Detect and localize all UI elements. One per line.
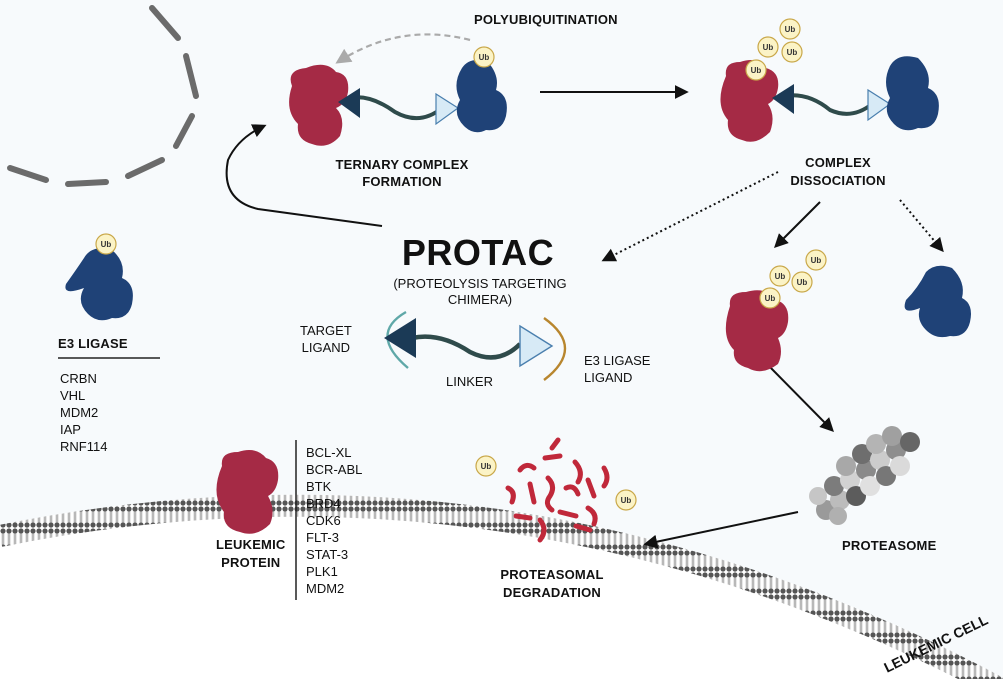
protac-molecule	[384, 310, 567, 381]
e3-ligand-shape	[435, 92, 460, 126]
label-complex-dissociation: COMPLEX DISSOCIATION	[790, 155, 886, 188]
e3-ligase-shape	[456, 60, 507, 133]
leukemic-target-item: PLK1	[306, 564, 338, 579]
label-leukemic-protein: LEUKEMIC PROTEIN	[216, 537, 286, 570]
arrow-to-degradation	[643, 511, 799, 549]
svg-text:Ub: Ub	[787, 48, 798, 57]
target-ligand-shape	[772, 84, 794, 114]
e3-ligase-item: RNF114	[60, 439, 108, 454]
protac-title: PROTAC	[401, 232, 555, 273]
target-ligand-shape	[338, 88, 360, 118]
label-linker: LINKER	[446, 374, 493, 389]
svg-text:Ub: Ub	[785, 25, 796, 34]
label-e3-ligase: E3 LIGASE	[58, 336, 128, 351]
released-e3-ligase	[904, 265, 971, 338]
leukemic-target-item: BCR-ABL	[306, 462, 363, 477]
svg-text:Ub: Ub	[765, 294, 776, 303]
polyubiquitin-chain: Ub Ub Ub Ub	[745, 18, 803, 81]
svg-text:Ub: Ub	[479, 53, 490, 62]
e3-ligand-shape	[867, 88, 892, 122]
ubiquitin-tag: Ub	[473, 46, 495, 68]
label-proteasome: PROTEASOME	[842, 538, 937, 553]
e3-ligase-item: MDM2	[60, 405, 99, 420]
label-target-ligand: TARGET LIGAND	[300, 323, 352, 355]
proteasome-icon	[809, 426, 920, 525]
e3-ligand-arc	[543, 317, 567, 381]
svg-text:Ub: Ub	[751, 66, 762, 75]
svg-text:Ub: Ub	[797, 278, 808, 287]
label-polyubiquitination: POLYUBIQUITINATION	[474, 12, 618, 27]
protac-linker	[783, 93, 874, 116]
svg-text:Ub: Ub	[811, 256, 822, 265]
polyubiquitinated-complex: Ub Ub Ub Ub	[720, 18, 939, 142]
svg-text:Ub: Ub	[621, 496, 632, 505]
leukemic-target-item: MDM2	[306, 581, 345, 596]
leukemic-target-item: CDK6	[306, 513, 341, 528]
leukemic-target-item: FLT-3	[306, 530, 339, 545]
leukemic-target-item: BRD4	[306, 496, 341, 511]
e3-ligase-shape	[886, 56, 939, 131]
e3-ligase-item: VHL	[60, 388, 86, 403]
arrow-to-ub-protein	[774, 201, 821, 248]
svg-text:Ub: Ub	[775, 272, 786, 281]
e3-ligase-list: CRBN VHL MDM2 IAP RNF114	[60, 370, 107, 455]
target-protein-shape	[289, 64, 349, 146]
label-proteasomal-degradation: PROTEASOMAL DEGRADATION	[500, 567, 604, 600]
free-ubiquitin: Ub Ub	[475, 455, 637, 511]
ubiquitinated-target-protein: Ub Ub Ub Ub	[725, 249, 827, 372]
e3-ligase-icon: Ub	[65, 233, 133, 321]
nucleus-envelope	[7, 5, 199, 187]
label-ternary-complex-formation: TERNARY COMPLEX FORMATION	[335, 157, 469, 189]
ternary-complex: Ub	[289, 46, 507, 146]
label-e3-ligase-ligand: E3 LIGASE LIGAND	[584, 353, 651, 385]
leukemic-target-list: BCL-XL BCR-ABL BTK BRD4 CDK6 FLT-3 STAT-…	[306, 444, 362, 597]
cell-membrane	[0, 494, 1003, 679]
protac-linker	[411, 334, 522, 360]
target-protein-shape	[720, 60, 779, 142]
e3-ligand-shape	[519, 324, 554, 368]
target-ligand-shape	[384, 318, 416, 358]
protac-linker	[349, 95, 444, 120]
svg-text:Ub: Ub	[763, 43, 774, 52]
arrow-protac-to-ternary	[225, 124, 383, 227]
arrow-to-e3-release	[899, 199, 944, 253]
degraded-peptide-fragments	[505, 437, 610, 543]
svg-text:Ub: Ub	[481, 462, 492, 471]
arrow-polyubiquitination	[335, 33, 471, 64]
leukemic-target-item: BTK	[306, 479, 332, 494]
protac-subtitle: (PROTEOLYSIS TARGETING CHIMERA)	[393, 276, 567, 307]
arrow-to-proteasome	[764, 361, 834, 432]
svg-text:Ub: Ub	[101, 240, 112, 249]
e3-ligase-item: IAP	[60, 422, 81, 437]
leukemic-protein-icon	[216, 450, 279, 534]
leukemic-target-item: STAT-3	[306, 547, 349, 562]
e3-ligase-item: CRBN	[60, 371, 97, 386]
leukemic-target-item: BCL-XL	[306, 445, 352, 460]
